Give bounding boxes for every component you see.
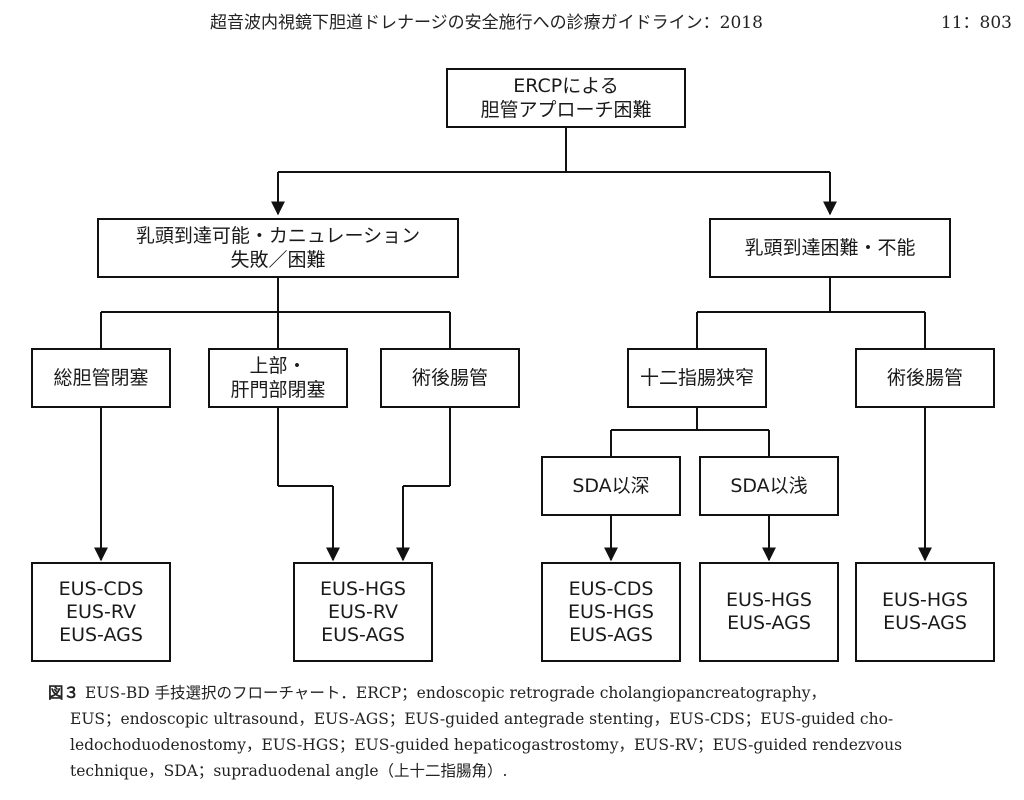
branch-papilla-unreachable: 乳頭到達困難・不能 <box>709 218 951 278</box>
cond-stenosis-label: 十二指腸狭窄 <box>639 367 754 389</box>
root-line-2: 胆管アプローチ困難 <box>480 99 652 121</box>
caption-line-2: EUS；endoscopic ultrasound，EUS-AGS；EUS-gu… <box>70 710 894 728</box>
cond-hilar-obstruction: 上部・ 肝門部閉塞 <box>208 348 348 408</box>
branch-left-line-1: 乳頭到達可能・カニュレーション <box>135 225 421 247</box>
caption-line-4: technique，SDA；supraduodenal angle（上十二指腸角… <box>70 762 508 780</box>
outcome-hilar-postop: EUS-HGS EUS-RV EUS-AGS <box>293 562 433 662</box>
cond-cbd-label: 総胆管閉塞 <box>53 367 149 389</box>
outcome-2-line-2: EUS-RV <box>328 600 398 623</box>
caption-line-1: EUS-BD 手技選択のフローチャート．ERCP；endoscopic retr… <box>85 684 827 702</box>
cond-sda-deep: SDA以深 <box>541 456 681 516</box>
root-line-1: ERCPによる <box>513 75 619 97</box>
cond-cbd-obstruction: 総胆管閉塞 <box>31 348 171 408</box>
outcome-cbd: EUS-CDS EUS-RV EUS-AGS <box>31 562 171 662</box>
outcome-2-line-1: EUS-HGS <box>320 577 406 600</box>
outcome-1-line-1: EUS-CDS <box>58 577 144 600</box>
outcome-3-line-3: EUS-AGS <box>569 623 653 646</box>
cond-duodenal-stenosis: 十二指腸狭窄 <box>627 348 767 408</box>
outcome-2-line-3: EUS-AGS <box>321 623 405 646</box>
cond-upper-line-2: 肝門部閉塞 <box>230 379 326 401</box>
flowchart-connectors <box>94 128 932 562</box>
outcome-sda-deep: EUS-CDS EUS-HGS EUS-AGS <box>541 562 681 662</box>
branch-cannulation-failed: 乳頭到達可能・カニュレーション 失敗／困難 <box>97 218 459 278</box>
cond-sda-deep-label: SDA以深 <box>572 475 650 497</box>
journal-title: 超音波内視鏡下胆道ドレナージの安全施行への診療ガイドライン：2018 <box>210 13 763 33</box>
figure-label: 図３ <box>48 683 80 702</box>
outcome-postop-right: EUS-HGS EUS-AGS <box>855 562 995 662</box>
outcome-4-line-2: EUS-AGS <box>727 612 811 634</box>
cond-upper-line-1: 上部・ <box>249 355 307 377</box>
outcome-1-line-3: EUS-AGS <box>59 623 143 646</box>
cond-postop-right-label: 術後腸管 <box>886 367 963 389</box>
outcome-3-line-2: EUS-HGS <box>568 600 654 623</box>
outcome-5-line-2: EUS-AGS <box>883 612 967 634</box>
cond-sda-shallow-label: SDA以浅 <box>730 475 808 497</box>
cond-sda-shallow: SDA以浅 <box>699 456 839 516</box>
cond-postop-anatomy-right: 術後腸管 <box>855 348 995 408</box>
outcome-4-line-1: EUS-HGS <box>726 589 812 611</box>
figure-caption: 図３ EUS-BD 手技選択のフローチャート．ERCP；endoscopic re… <box>48 680 988 784</box>
cond-postop-left-label: 術後腸管 <box>411 367 488 389</box>
outcome-5-line-1: EUS-HGS <box>882 589 968 611</box>
page-reference: 11：803 <box>940 13 1012 33</box>
outcome-sda-shallow: EUS-HGS EUS-AGS <box>699 562 839 662</box>
outcome-1-line-2: EUS-RV <box>66 600 136 623</box>
outcome-3-line-1: EUS-CDS <box>568 577 654 600</box>
branch-left-line-2: 失敗／困難 <box>230 249 326 271</box>
cond-postop-anatomy-left: 術後腸管 <box>380 348 520 408</box>
branch-right-line-1: 乳頭到達困難・不能 <box>744 237 916 259</box>
caption-line-3: ledochoduodenostomy，EUS-HGS；EUS-guided h… <box>70 736 903 754</box>
root-node: ERCPによる 胆管アプローチ困難 <box>446 68 686 128</box>
